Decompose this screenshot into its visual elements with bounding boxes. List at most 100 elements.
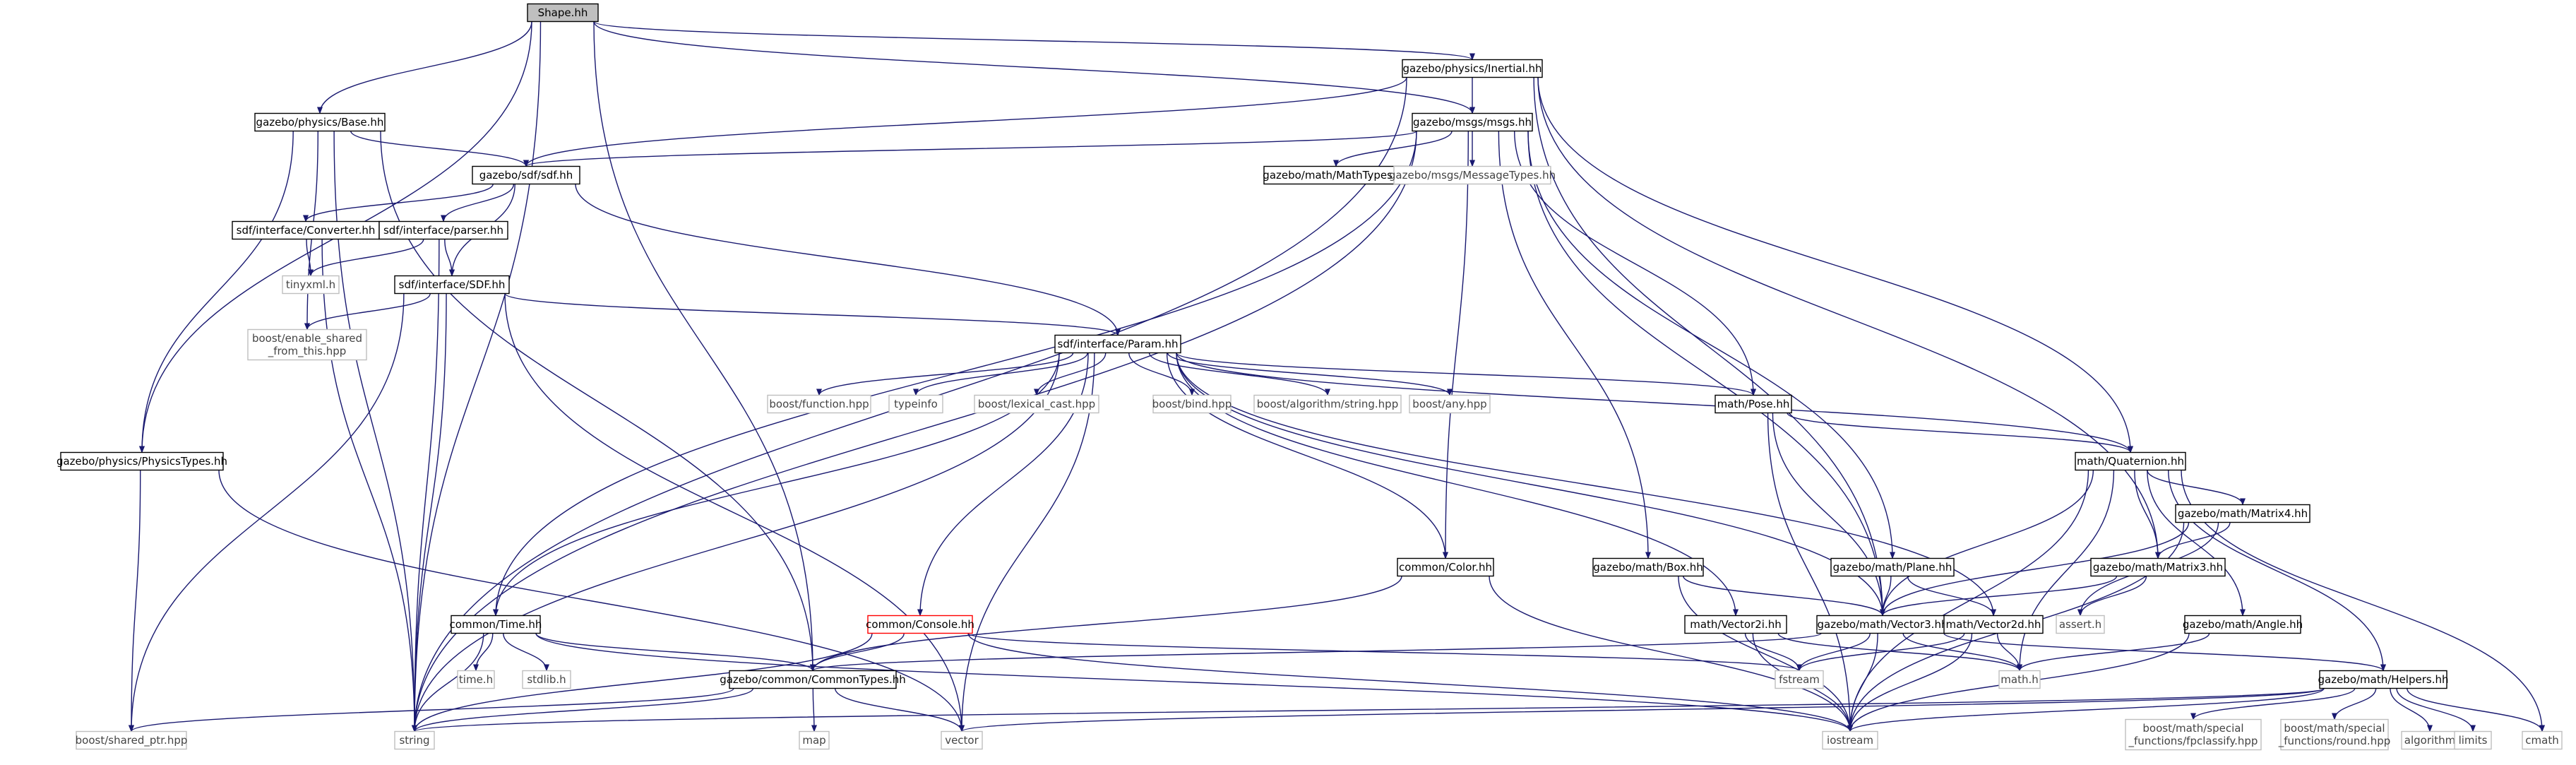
node-label: gazebo/sdf/sdf.hh (479, 169, 573, 182)
node-matrix4[interactable]: gazebo/math/Matrix4.hh (2175, 504, 2310, 523)
edge-sdf-to-param (575, 184, 1121, 336)
edge-base-to-physicstypes (139, 131, 294, 453)
node-converter[interactable]: sdf/interface/Converter.hh (232, 220, 380, 240)
edge-sdfint-to-enableshared (304, 293, 431, 331)
edge-vector3-to-mathh (1902, 633, 2022, 672)
node-msgtypes: gazebo/msgs/MessageTypes.hh (1389, 165, 1556, 185)
edge-time-to-timeh (473, 633, 494, 672)
node-vector2d[interactable]: math/Vector2d.hh (1943, 615, 2044, 634)
node-label: map (802, 734, 825, 747)
edge-base-to-sdf (350, 131, 529, 167)
edge-param-to-bany (1167, 352, 1453, 396)
node-label: boost/shared_ptr.hpp (76, 734, 188, 747)
edge-msgs-to-box (1498, 131, 1651, 559)
edge-helpers-to-vector (959, 687, 2325, 733)
node-label: gazebo/math/Angle.hh (2183, 618, 2303, 631)
node-limits: limits (2454, 730, 2492, 750)
node-blexical: boost/lexical_cast.hpp (974, 394, 1099, 414)
node-time[interactable]: common/Time.hh (450, 615, 542, 634)
node-box[interactable]: gazebo/math/Box.hh (1592, 557, 1704, 577)
edge-inertial-to-sdf (523, 77, 1407, 167)
node-enableshared: boost/enable_shared_from_this.hpp (247, 328, 367, 361)
edge-angle-to-mathh (2017, 633, 2210, 672)
node-box (378, 220, 508, 240)
edge-param-to-typeinfo (913, 352, 1088, 396)
node-label: boost/math/special (2284, 722, 2385, 735)
edge-msgs-to-vector3 (1527, 131, 1885, 617)
node-shape[interactable]: Shape.hh (527, 3, 599, 23)
node-box (254, 112, 386, 132)
node-label: gazebo/physics/Inertial.hh (1402, 62, 1542, 75)
node-label: gazebo/physics/Base.hh (256, 116, 384, 129)
node-vector3[interactable]: gazebo/math/Vector3.hh (1816, 615, 1949, 634)
edge-msgs-to-color (1443, 131, 1469, 559)
edge-param-to-bfunction (816, 352, 1074, 396)
node-bbind: boost/bind.hpp (1152, 394, 1232, 414)
node-box (527, 3, 599, 23)
edge-matrix4-to-matrix3 (2155, 522, 2231, 559)
node-msgs[interactable]: gazebo/msgs/msgs.hh (1412, 112, 1533, 132)
node-sdfint[interactable]: sdf/interface/SDF.hh (394, 275, 510, 295)
node-box (1397, 557, 1494, 577)
node-label: boost/algorithm/string.hpp (1257, 398, 1398, 410)
node-vector2i[interactable]: math/Vector2i.hh (1684, 615, 1787, 634)
node-inertial[interactable]: gazebo/physics/Inertial.hh (1402, 59, 1543, 78)
node-box (799, 730, 830, 750)
node-bany: boost/any.hpp (1409, 394, 1491, 414)
node-base[interactable]: gazebo/physics/Base.hh (254, 112, 386, 132)
node-plane[interactable]: gazebo/math/Plane.hh (1830, 557, 1955, 577)
node-box (2401, 730, 2459, 750)
edge-vector2i-to-mathh (1777, 633, 2022, 672)
edge-param-to-time (493, 352, 1060, 617)
node-color[interactable]: common/Color.hh (1397, 557, 1494, 577)
node-label: boost/function.hpp (769, 398, 869, 410)
node-cmath: cmath (2522, 730, 2563, 750)
edge-pose-to-vector3 (1772, 413, 1885, 617)
edge-matrix4-to-vector3 (1880, 522, 2190, 617)
node-label: sdf/interface/SDF.hh (399, 278, 506, 291)
edge-msgs-to-plane (1527, 131, 1895, 559)
node-param[interactable]: sdf/interface/Param.hh (1054, 334, 1181, 354)
node-balgo: boost/algorithm/string.hpp (1253, 394, 1402, 414)
node-bfunction: boost/function.hpp (767, 394, 871, 414)
node-box (1816, 615, 1949, 634)
node-box (767, 394, 871, 414)
node-label: boost/any.hpp (1412, 398, 1486, 410)
edge-pose-to-iostream (1767, 413, 1853, 733)
node-matrix3[interactable]: gazebo/math/Matrix3.hh (2090, 557, 2226, 577)
node-pose[interactable]: math/Pose.hh (1715, 394, 1792, 414)
node-mathh: math.h (1998, 670, 2041, 689)
node-angle[interactable]: gazebo/math/Angle.hh (2183, 615, 2303, 634)
edge-helpers-to-iostream (1847, 687, 2325, 733)
edge-inertial-to-quat (1537, 77, 2133, 453)
node-vector: vector (941, 730, 983, 750)
node-box (2184, 615, 2301, 634)
edge-param-to-pose (1176, 352, 1756, 396)
node-label: algorithm (2404, 734, 2455, 747)
edge-vector3-to-commontypes (810, 632, 1822, 672)
node-box (1592, 557, 1704, 577)
node-label: _functions/round.hpp (2278, 735, 2391, 748)
node-box (1715, 394, 1792, 414)
node-box (1943, 615, 2044, 634)
node-mathtypes[interactable]: gazebo/math/MathTypes.hh (1263, 165, 1409, 185)
edge-param-to-color (1166, 352, 1448, 559)
node-algorithm: algorithm (2401, 730, 2459, 750)
node-box (1402, 59, 1543, 78)
node-helpers[interactable]: gazebo/math/Helpers.hh (2318, 670, 2449, 689)
node-box (1393, 165, 1551, 185)
node-physicstypes[interactable]: gazebo/physics/PhysicsTypes.hh (56, 451, 227, 471)
node-sdf[interactable]: gazebo/sdf/sdf.hh (472, 165, 580, 185)
node-box (2280, 718, 2389, 751)
edge-pose-to-quat (1787, 413, 2133, 453)
edge-shape-to-base (317, 21, 532, 114)
node-label: cmath (2525, 734, 2558, 747)
node-label: boost/lexical_cast.hpp (978, 398, 1095, 411)
node-parser[interactable]: sdf/interface/parser.hh (378, 220, 508, 240)
node-console[interactable]: common/Console.hh (866, 615, 974, 634)
edge-console-to-iostream (967, 633, 1853, 733)
node-label: common/Console.hh (866, 618, 974, 631)
node-label: tinyxml.h (286, 278, 335, 291)
node-commontypes[interactable]: gazebo/common/CommonTypes.hh (720, 670, 906, 689)
node-quat[interactable]: math/Quaternion.hh (2075, 451, 2186, 471)
